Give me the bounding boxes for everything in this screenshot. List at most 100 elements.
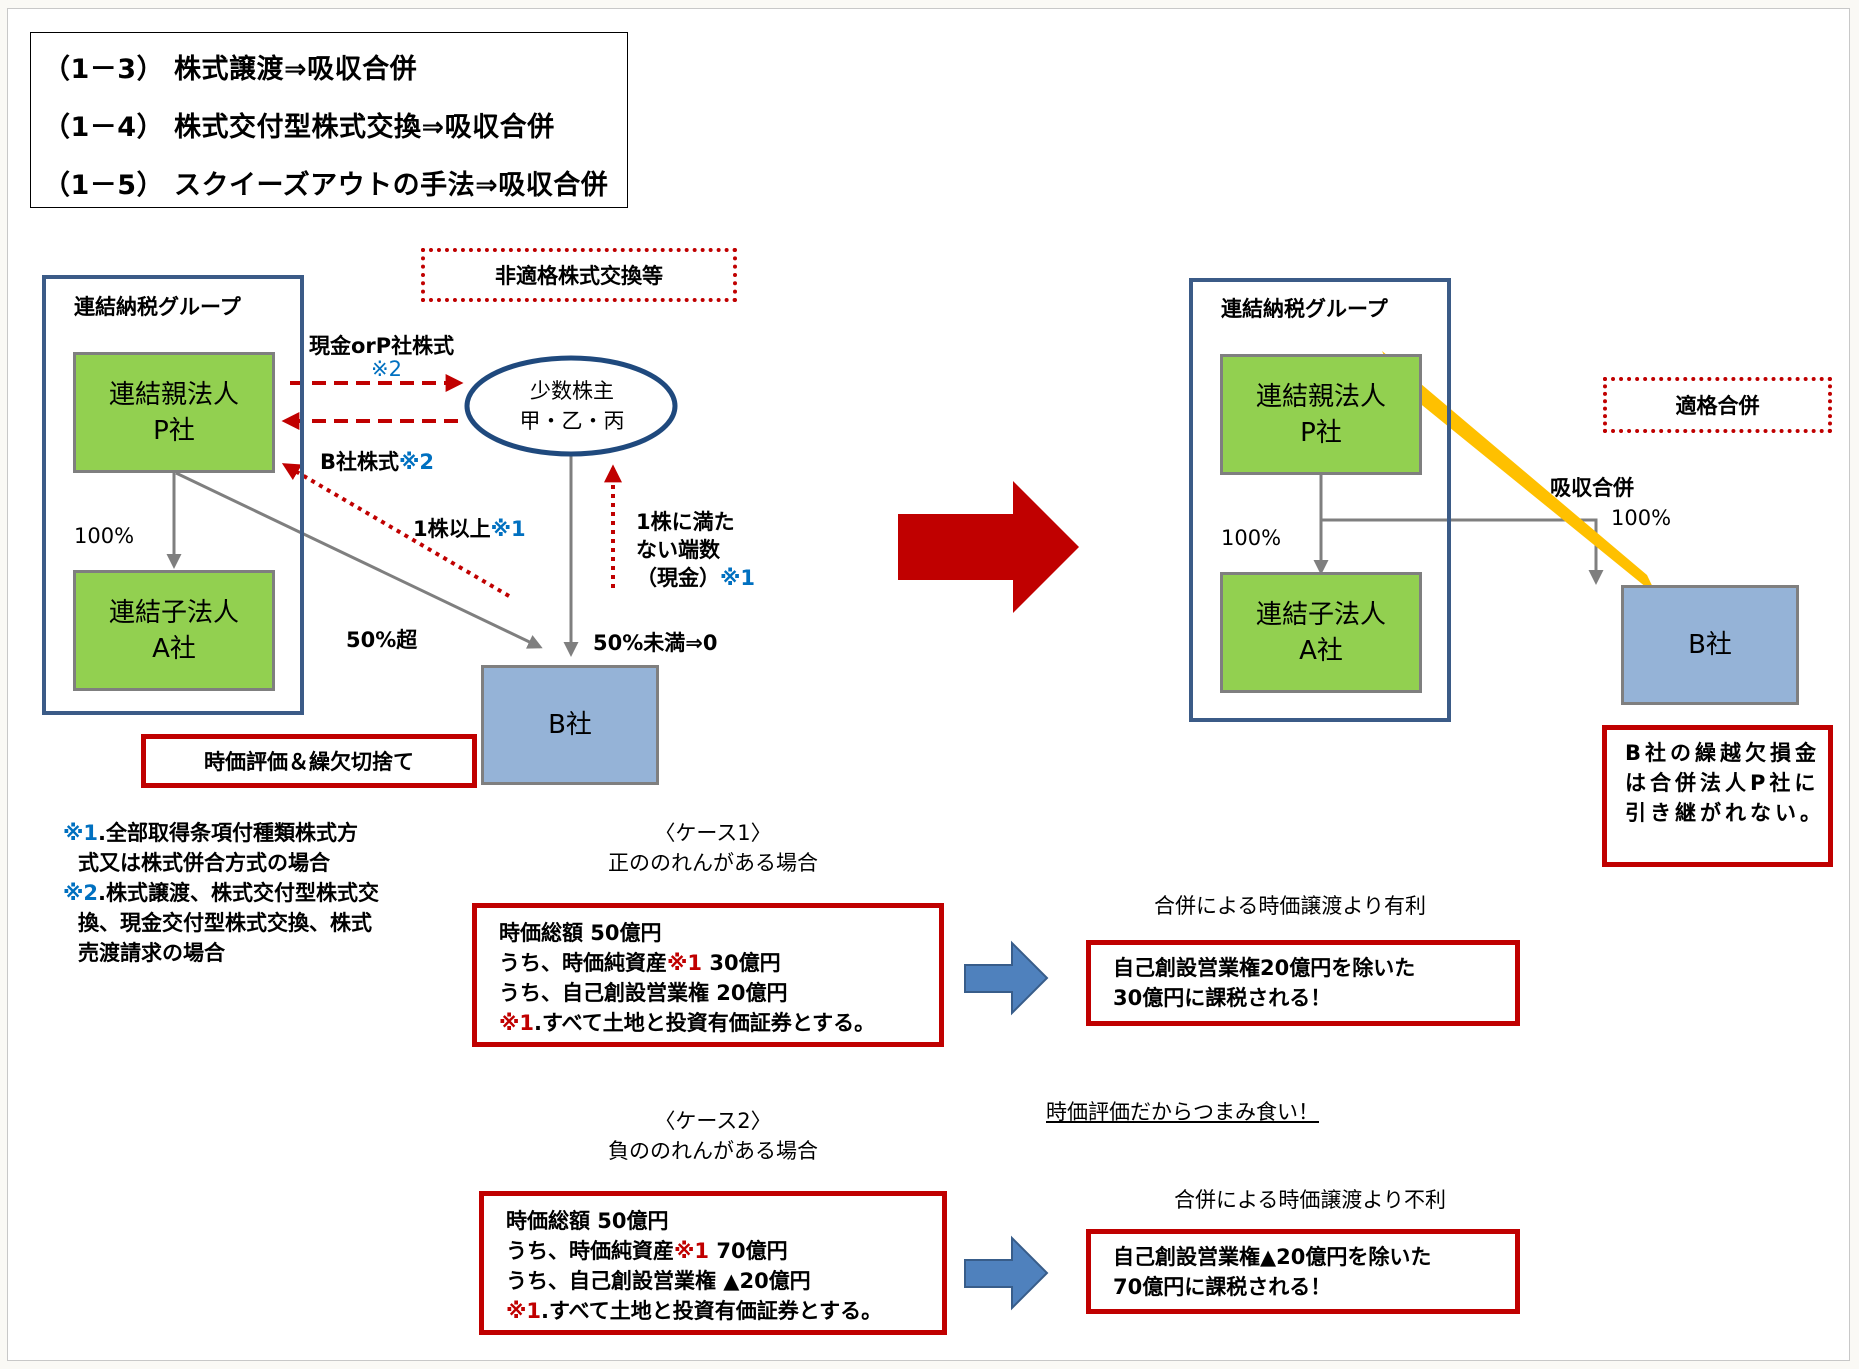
case1-title: 〈ケース1〉 [654,821,772,845]
case1-arrow-icon [964,940,1049,1016]
pct-after-to-b: 100% [1611,506,1672,530]
subsidiary-line1: 連結子法人 [108,597,239,628]
parent-after-line1: 連結親法人 [1255,381,1386,412]
parent-company-p-after[interactable]: 連結親法人 P社 [1220,354,1422,475]
ref-cash-or-p-shares: ※2 [371,357,402,381]
company-b-before-label: B社 [548,710,592,740]
case2-line4-post: .すべて土地と投資有価証券とする。 [541,1299,883,1323]
company-b-after[interactable]: B社 [1621,585,1799,705]
group-label-after: 連結納税グループ [1221,297,1388,321]
case1-line3: うち、自己創設営業権 20億円 [499,981,788,1005]
transition-arrow-icon [898,481,1079,613]
arrow-parent-to-b-over50 [175,471,543,649]
case1-line2-pre: うち、時価純資産 [499,951,667,975]
arrow-after-parent-to-b [1321,518,1604,585]
label-cash-or-p-shares: 現金orP社株式 [309,330,454,360]
case1-line4-ref: ※1 [499,1011,535,1035]
subsidiary-after-line1: 連結子法人 [1255,599,1386,630]
footnote-2-cont1: 換、現金交付型株式交換、株式 [78,911,372,935]
case1-line2-post: 30億円 [702,951,781,975]
one-share-ref: ※1 [490,517,526,541]
one-share-text: 1株以上 [413,517,491,541]
fraction-ref: ※1 [720,566,756,590]
merger-label: 吸収合併 [1550,476,1634,500]
case2-line3: うち、自己創設営業権 ▲20億円 [506,1269,811,1293]
pct-over-50: 50%超 [346,628,418,652]
label-one-share-or-more: 1株以上※1 [413,513,526,543]
case1-body: 時価総額 50億円 うち、時価純資産※1 30億円 うち、自己創設営業権 20億… [477,908,939,1038]
case2-body: 時価総額 50億円 うち、時価純資産 ※1 70億円 うち、自己創設営業権 ▲20… [484,1196,942,1326]
non-qualified-exchange-tag: 非適格株式交換等 [421,248,737,302]
case1-result-caption: 合併による時価譲渡より有利 [1154,894,1426,918]
b-shares-text: B社株式 [320,450,400,474]
case2-subtitle: 負ののれんがある場合 [608,1139,818,1163]
subsidiary-company-a-before[interactable]: 連結子法人 A社 [73,570,275,691]
case1-result-body: 自己創設営業権20億円を除いた 30億円に課税される！ [1091,945,1515,1013]
label-b-shares: B社株式※2 [320,446,434,476]
case1-line2-ref: ※1 [667,951,703,975]
page-canvas [7,8,1850,1361]
parent-line2: P社 [153,415,195,446]
minority-line2: 甲・乙・丙 [519,409,625,433]
qualified-merger-tag: 適格合併 [1603,377,1832,433]
fraction-line3: （現金） [636,566,720,590]
title-line-1-5: （1－5） スクイーズアウトの手法⇒吸収合併 [43,170,609,201]
footnote-2-ref: ※2 [63,881,99,905]
case2-result-line2: 70億円に課税される！ [1113,1275,1332,1299]
case2-valuation-box: 時価総額 50億円 うち、時価純資産 ※1 70億円 うち、自己創設営業権 ▲20… [479,1191,947,1335]
case1-result-box: 自己創設営業権20億円を除いた 30億円に課税される！ [1086,940,1520,1026]
pct-after-to-sub: 100% [1221,526,1282,550]
subsidiary-after-line2: A社 [1299,635,1343,666]
footnotes: ※1.全部取得条項付種類株式方 式又は株式併合方式の場合 ※2.株式譲渡、株式交… [63,818,379,968]
arrow-one-share-or-more[interactable] [281,463,511,598]
case1-subtitle: 正ののれんがある場合 [608,851,818,875]
case2-line1: 時価総額 50億円 [506,1209,669,1233]
loss-carryforward-note-box: B社の繰越欠損金は合併法人P社に引き継がれない。 [1602,725,1833,867]
consolidated-tax-group-after [1189,278,1451,722]
case1-valuation-box: 時価総額 50億円 うち、時価純資産※1 30億円 うち、自己創設営業権 20億… [472,903,944,1047]
parent-after-line2: P社 [1300,417,1342,448]
non-qualified-exchange-tag-label: 非適格株式交換等 [495,264,663,288]
case2-result-line1: 自己創設営業権▲20億円を除いた [1113,1245,1432,1269]
fraction-line2: ない端数 [636,538,720,562]
case2-title: 〈ケース2〉 [654,1109,772,1133]
footnote-1-text: .全部取得条項付種類株式方 [98,821,359,845]
case2-line2-pre: うち、時価純資産 [506,1239,674,1263]
footnote-1-cont: 式又は株式併合方式の場合 [78,851,330,875]
case2-heading: 〈ケース2〉 負ののれんがある場合 [558,1106,868,1166]
case1-result-line2: 30億円に課税される！ [1113,986,1332,1010]
pct-under-50: 50%未満⇒0 [593,631,718,655]
case2-line4-ref: ※1 [506,1299,542,1323]
case2-result-box: 自己創設営業権▲20億円を除いた 70億円に課税される！ [1086,1229,1520,1314]
footnote-2-cont2: 売渡請求の場合 [78,941,225,965]
minority-shareholders-ellipse [464,355,678,457]
footnote-2-text: .株式譲渡、株式交付型株式交 [98,881,380,905]
consolidated-tax-group-before [42,275,304,715]
parent-company-p-before[interactable]: 連結親法人 P社 [73,352,275,473]
title-box: （1－3） 株式譲渡⇒吸収合併 （1－4） 株式交付型株式交換⇒吸収合併 （1－… [30,32,628,208]
minority-shareholders-label: 少数株主 甲・乙・丙 [477,376,667,436]
minority-line1: 少数株主 [530,379,614,403]
fraction-line1: 1株に満た [636,510,735,534]
pct-parent-to-sub-before: 100% [74,524,135,548]
group-label-before: 連結納税グループ [74,295,241,319]
title-line-1-3: （1－3） 株式譲渡⇒吸収合併 [43,54,418,85]
merger-arrow-icon [1370,351,1657,596]
subsidiary-company-a-after[interactable]: 連結子法人 A社 [1220,572,1422,693]
footnote-1-ref: ※1 [63,821,99,845]
cherry-pick-note: 時価評価だからつまみ食い！ [1046,1100,1319,1124]
b-shares-ref: ※2 [399,450,435,474]
qualified-merger-tag-label: 適格合併 [1675,394,1760,418]
case2-result-caption: 合併による時価譲渡より不利 [1174,1188,1446,1212]
parent-line1: 連結親法人 [108,379,239,410]
company-b-before[interactable]: B社 [481,665,659,785]
subsidiary-line2: A社 [152,633,196,664]
case2-line2-post: 70億円 [709,1239,788,1263]
case1-heading: 〈ケース1〉 正ののれんがある場合 [558,818,868,878]
case2-result-body: 自己創設営業権▲20億円を除いた 70億円に課税される！ [1091,1234,1515,1302]
case1-line4-post: .すべて土地と投資有価証券とする。 [534,1011,876,1035]
case2-arrow-icon [964,1235,1049,1311]
loss-carryforward-note-text: B社の繰越欠損金は合併法人P社に引き継がれない。 [1625,741,1825,825]
fair-value-warning-box: 時価評価＆繰欠切捨て [141,734,477,788]
